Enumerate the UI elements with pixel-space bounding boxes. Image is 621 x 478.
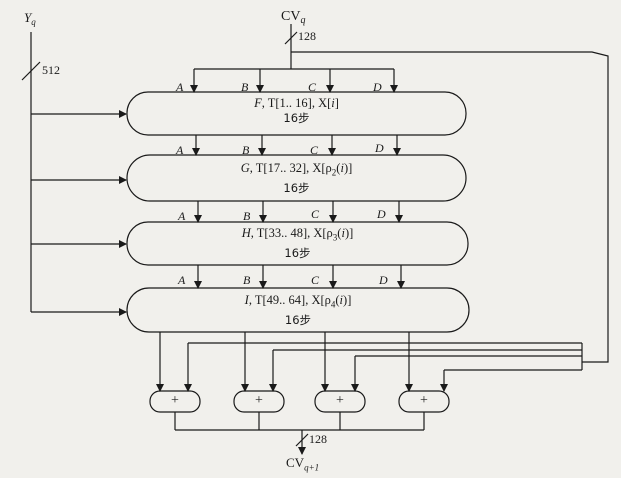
reg-label-d: D xyxy=(372,80,382,94)
cv-input-label: CVq xyxy=(281,9,305,26)
svg-text:C: C xyxy=(311,207,320,221)
reg-label-c: C xyxy=(308,80,317,94)
svg-text:B: B xyxy=(243,209,251,223)
svg-text:B: B xyxy=(242,143,250,157)
y-width-slash xyxy=(21,61,41,81)
svg-text:D: D xyxy=(376,207,386,221)
cv-width-slash xyxy=(284,31,298,45)
adder-1 xyxy=(149,390,201,413)
svg-text:D: D xyxy=(378,273,388,287)
round-1-box xyxy=(126,91,467,136)
svg-text:A: A xyxy=(177,209,186,223)
reg-label-b: B xyxy=(241,80,249,94)
cv-output-slash xyxy=(295,433,309,447)
y-input-width: 512 xyxy=(42,63,60,77)
svg-text:B: B xyxy=(243,273,251,287)
svg-text:A: A xyxy=(177,273,186,287)
adder-3 xyxy=(314,390,366,413)
reg-label-a: A xyxy=(175,80,184,94)
svg-text:D: D xyxy=(374,141,384,155)
round-2-box xyxy=(126,154,467,202)
adder-4 xyxy=(398,390,450,413)
feedback-path xyxy=(291,51,609,363)
adder-2 xyxy=(233,390,285,413)
round-4-box xyxy=(126,287,470,333)
svg-text:A: A xyxy=(175,143,184,157)
svg-text:C: C xyxy=(311,273,320,287)
svg-text:C: C xyxy=(310,143,319,157)
y-input-label: Yq xyxy=(24,10,36,27)
cv-input-width: 128 xyxy=(298,29,316,43)
round-3-box xyxy=(126,221,469,266)
